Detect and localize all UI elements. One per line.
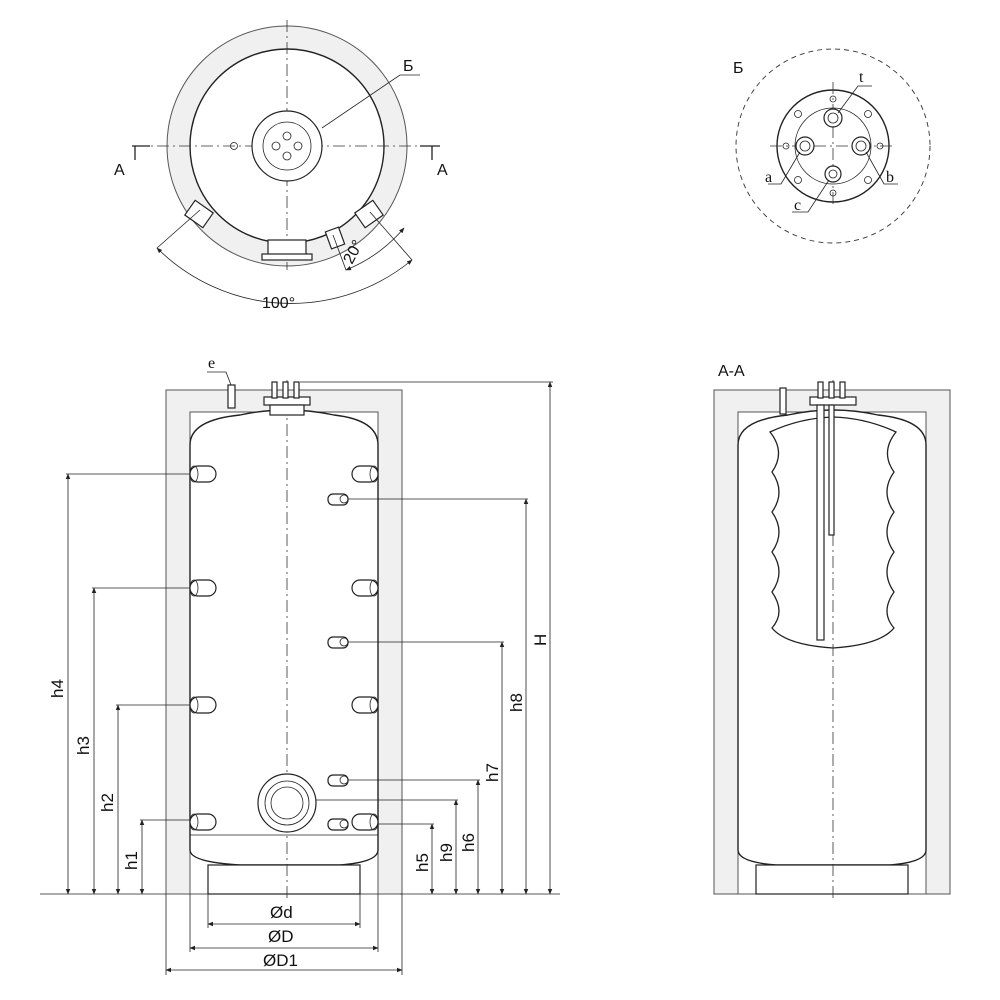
detail-a-label: a [765,169,772,186]
callout-b-label: Б [403,58,414,75]
top-view: Б A A 20° 100° [114,20,448,312]
dim-H: H [531,634,550,646]
dim-D: ØD [268,927,294,946]
front-view: e [40,355,560,975]
detail-b-title: Б [733,60,744,77]
left-nozzles [189,465,217,831]
detail-c-label: c [794,197,801,214]
dim-d: Ød [270,903,293,922]
dim-h6: h6 [459,833,478,852]
dim-D1: ØD1 [263,951,298,970]
dim-h1: h1 [122,851,141,870]
angle-100-label: 100° [262,295,295,312]
dim-h7: h7 [483,763,502,782]
dim-h9: h9 [437,843,456,862]
dim-h5: h5 [413,853,432,872]
sensor-e-label: e [208,355,215,372]
detail-t-label: t [859,69,864,86]
detail-b-label: b [886,169,894,186]
dim-h2: h2 [98,793,117,812]
dim-h3: h3 [74,736,93,755]
dim-h4: h4 [48,679,67,698]
section-a-a-title: A-A [718,363,745,380]
section-a-a-view: A-A [713,363,951,900]
dim-h8: h8 [507,693,526,712]
dimension-lines [40,381,560,975]
detail-b-view: Б t a b c [733,48,931,244]
right-nozzles [327,465,379,831]
section-mark-right: A [437,162,448,179]
section-mark-left: A [114,162,125,179]
